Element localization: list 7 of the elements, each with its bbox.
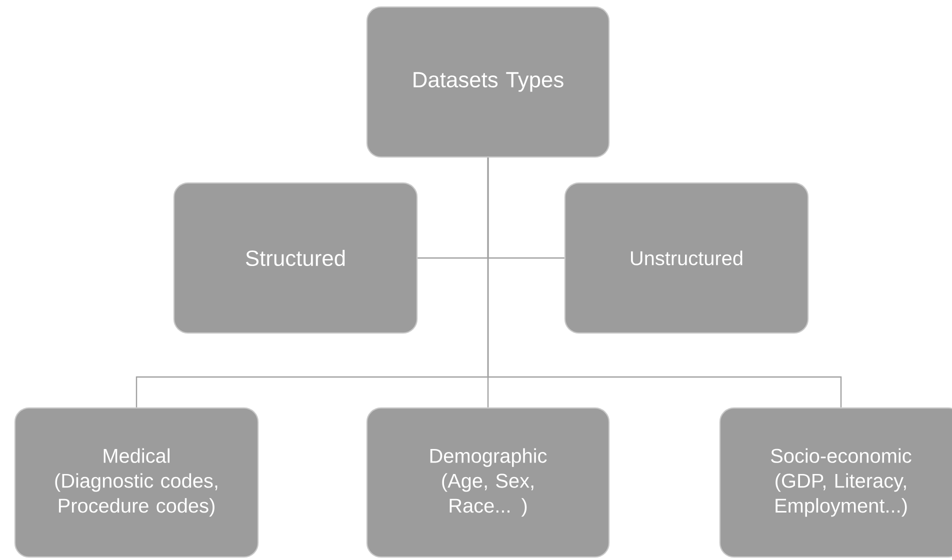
category-box: Demographic (Age, Sex, Race... ) <box>366 407 610 558</box>
connector-line <box>487 158 842 408</box>
category-box: Socio-economic (GDP, Literacy, Employment...) <box>719 407 952 558</box>
category-box: Structured <box>173 182 418 334</box>
category-box: Datasets Types <box>366 6 610 158</box>
category-box: Medical (Diagnostic codes, Procedure codes) <box>14 407 259 558</box>
category-box: Unstructured <box>564 182 809 334</box>
